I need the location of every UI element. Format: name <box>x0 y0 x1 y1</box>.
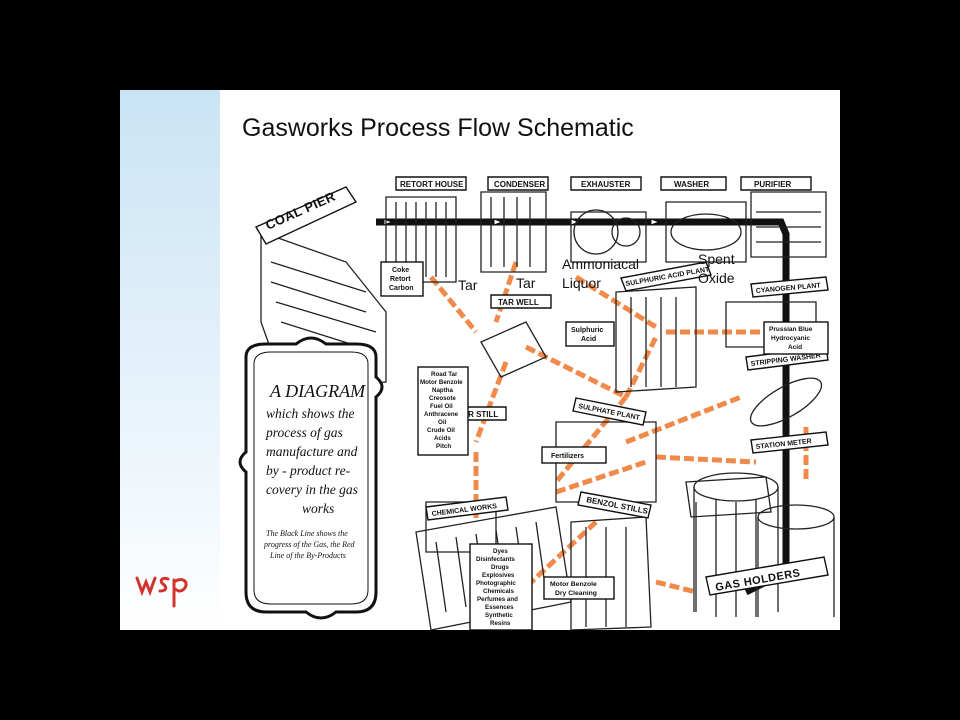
panel-heading: A DIAGRAM <box>269 381 366 401</box>
tar-label-1: Tar <box>458 277 478 293</box>
purifier-label: PURIFIER <box>754 180 792 189</box>
overlay-labels: Tar Tar Ammoniacal Liquor Spent Oxide <box>458 251 735 293</box>
tar-label-2: Tar <box>516 275 536 291</box>
gasworks-diagram: COAL PIER RETORT HOUSE CONDENSER EXHAUST… <box>238 176 835 630</box>
coke-line: Carbon <box>389 285 414 292</box>
chemicals-box: Dyes Disinfectants Drugs Explosives Phot… <box>469 543 533 630</box>
benzol-box: Motor Benzole Dry Cleaning <box>543 576 615 600</box>
sulphuric-acid-line: Sulphuric <box>571 327 603 334</box>
panel-body-line: works <box>302 501 334 516</box>
tar-product: Anthracene <box>424 411 459 418</box>
byproduct-line <box>429 261 809 595</box>
tar-product: Creosote <box>429 395 456 402</box>
cyanogen-line: Hydrocyanic <box>771 335 810 342</box>
spent-label: Spent <box>698 251 735 267</box>
fertilizers-box: Fertilizers <box>541 446 607 464</box>
sidebar-gradient <box>120 90 220 630</box>
chemical-product: Synthetic <box>485 612 513 619</box>
chemical-product: Photographic <box>476 580 516 587</box>
tar-product: Motor Benzole <box>420 379 463 386</box>
cyanogen-box: Prussian Blue Hydrocyanic Acid <box>763 321 829 355</box>
condenser-label: CONDENSER <box>494 180 545 189</box>
tar-product: Road Tar <box>431 371 458 378</box>
plant-banners <box>254 176 829 596</box>
slide: Gasworks Process Flow Schematic <box>120 90 840 630</box>
retort-house-label: RETORT HOUSE <box>400 180 464 189</box>
sulphuric-acid-box: Sulphuric Acid <box>565 321 615 347</box>
slide-title: Gasworks Process Flow Schematic <box>242 114 634 142</box>
panel-note-line: Line of the By-Products <box>269 551 346 560</box>
tar-product: Naptha <box>432 387 454 394</box>
oxide-label: Oxide <box>698 270 735 286</box>
plant-illustrations <box>260 191 835 630</box>
coke-line: Coke <box>392 267 409 274</box>
chemical-product: Drugs <box>491 564 509 571</box>
panel-note-line: progress of the Gas, the Red <box>263 540 356 549</box>
benzol-product: Dry Cleaning <box>555 590 597 597</box>
panel-body-line: manufacture and <box>266 444 358 459</box>
liquor-label: Liquor <box>562 275 601 291</box>
sulphuric-acid-line: Acid <box>581 336 596 343</box>
ammoniacal-label: Ammoniacal <box>562 256 639 272</box>
tar-well-label: TAR WELL <box>498 298 539 307</box>
coke-box: Coke Retort Carbon <box>380 261 424 297</box>
chemical-product: Essences <box>485 604 514 611</box>
panel-body-line: process of gas <box>265 425 343 440</box>
washer-label: WASHER <box>674 180 709 189</box>
tar-product: Crude Oil <box>427 427 455 434</box>
coke-line: Retort <box>390 276 411 283</box>
panel-body-line: by - product re- <box>266 463 351 478</box>
wsp-logo <box>135 576 188 608</box>
chemical-product: Explosives <box>482 572 515 579</box>
cyanogen-line: Acid <box>788 344 802 351</box>
tar-product: Oil <box>438 419 447 426</box>
panel-note-line: The Black Line shows the <box>266 529 348 538</box>
tar-product: Acids <box>434 435 451 442</box>
panel-body-line: which shows the <box>266 406 355 421</box>
chemical-product: Perfumes and <box>477 596 518 603</box>
panel-body-line: covery in the gas <box>266 482 358 497</box>
chemical-product: Disinfectants <box>476 556 515 563</box>
exhauster-label: EXHAUSTER <box>581 180 631 189</box>
benzol-product: Motor Benzole <box>550 581 597 588</box>
chemical-product: Chemicals <box>483 588 515 595</box>
description-panel: A DIAGRAM which shows the process of gas… <box>238 336 384 620</box>
tar-products-box: Road Tar Motor Benzole Naptha Creosote F… <box>417 366 469 456</box>
tar-product: Fuel Oil <box>430 403 453 410</box>
cyanogen-line: Prussian Blue <box>769 326 813 333</box>
fertilizers-text: Fertilizers <box>551 453 584 460</box>
chemical-product: Dyes <box>493 548 508 555</box>
tar-product: Pitch <box>436 443 451 450</box>
chemical-product: Resins <box>490 620 511 627</box>
tar-still-label: TAR STILL <box>458 410 498 419</box>
